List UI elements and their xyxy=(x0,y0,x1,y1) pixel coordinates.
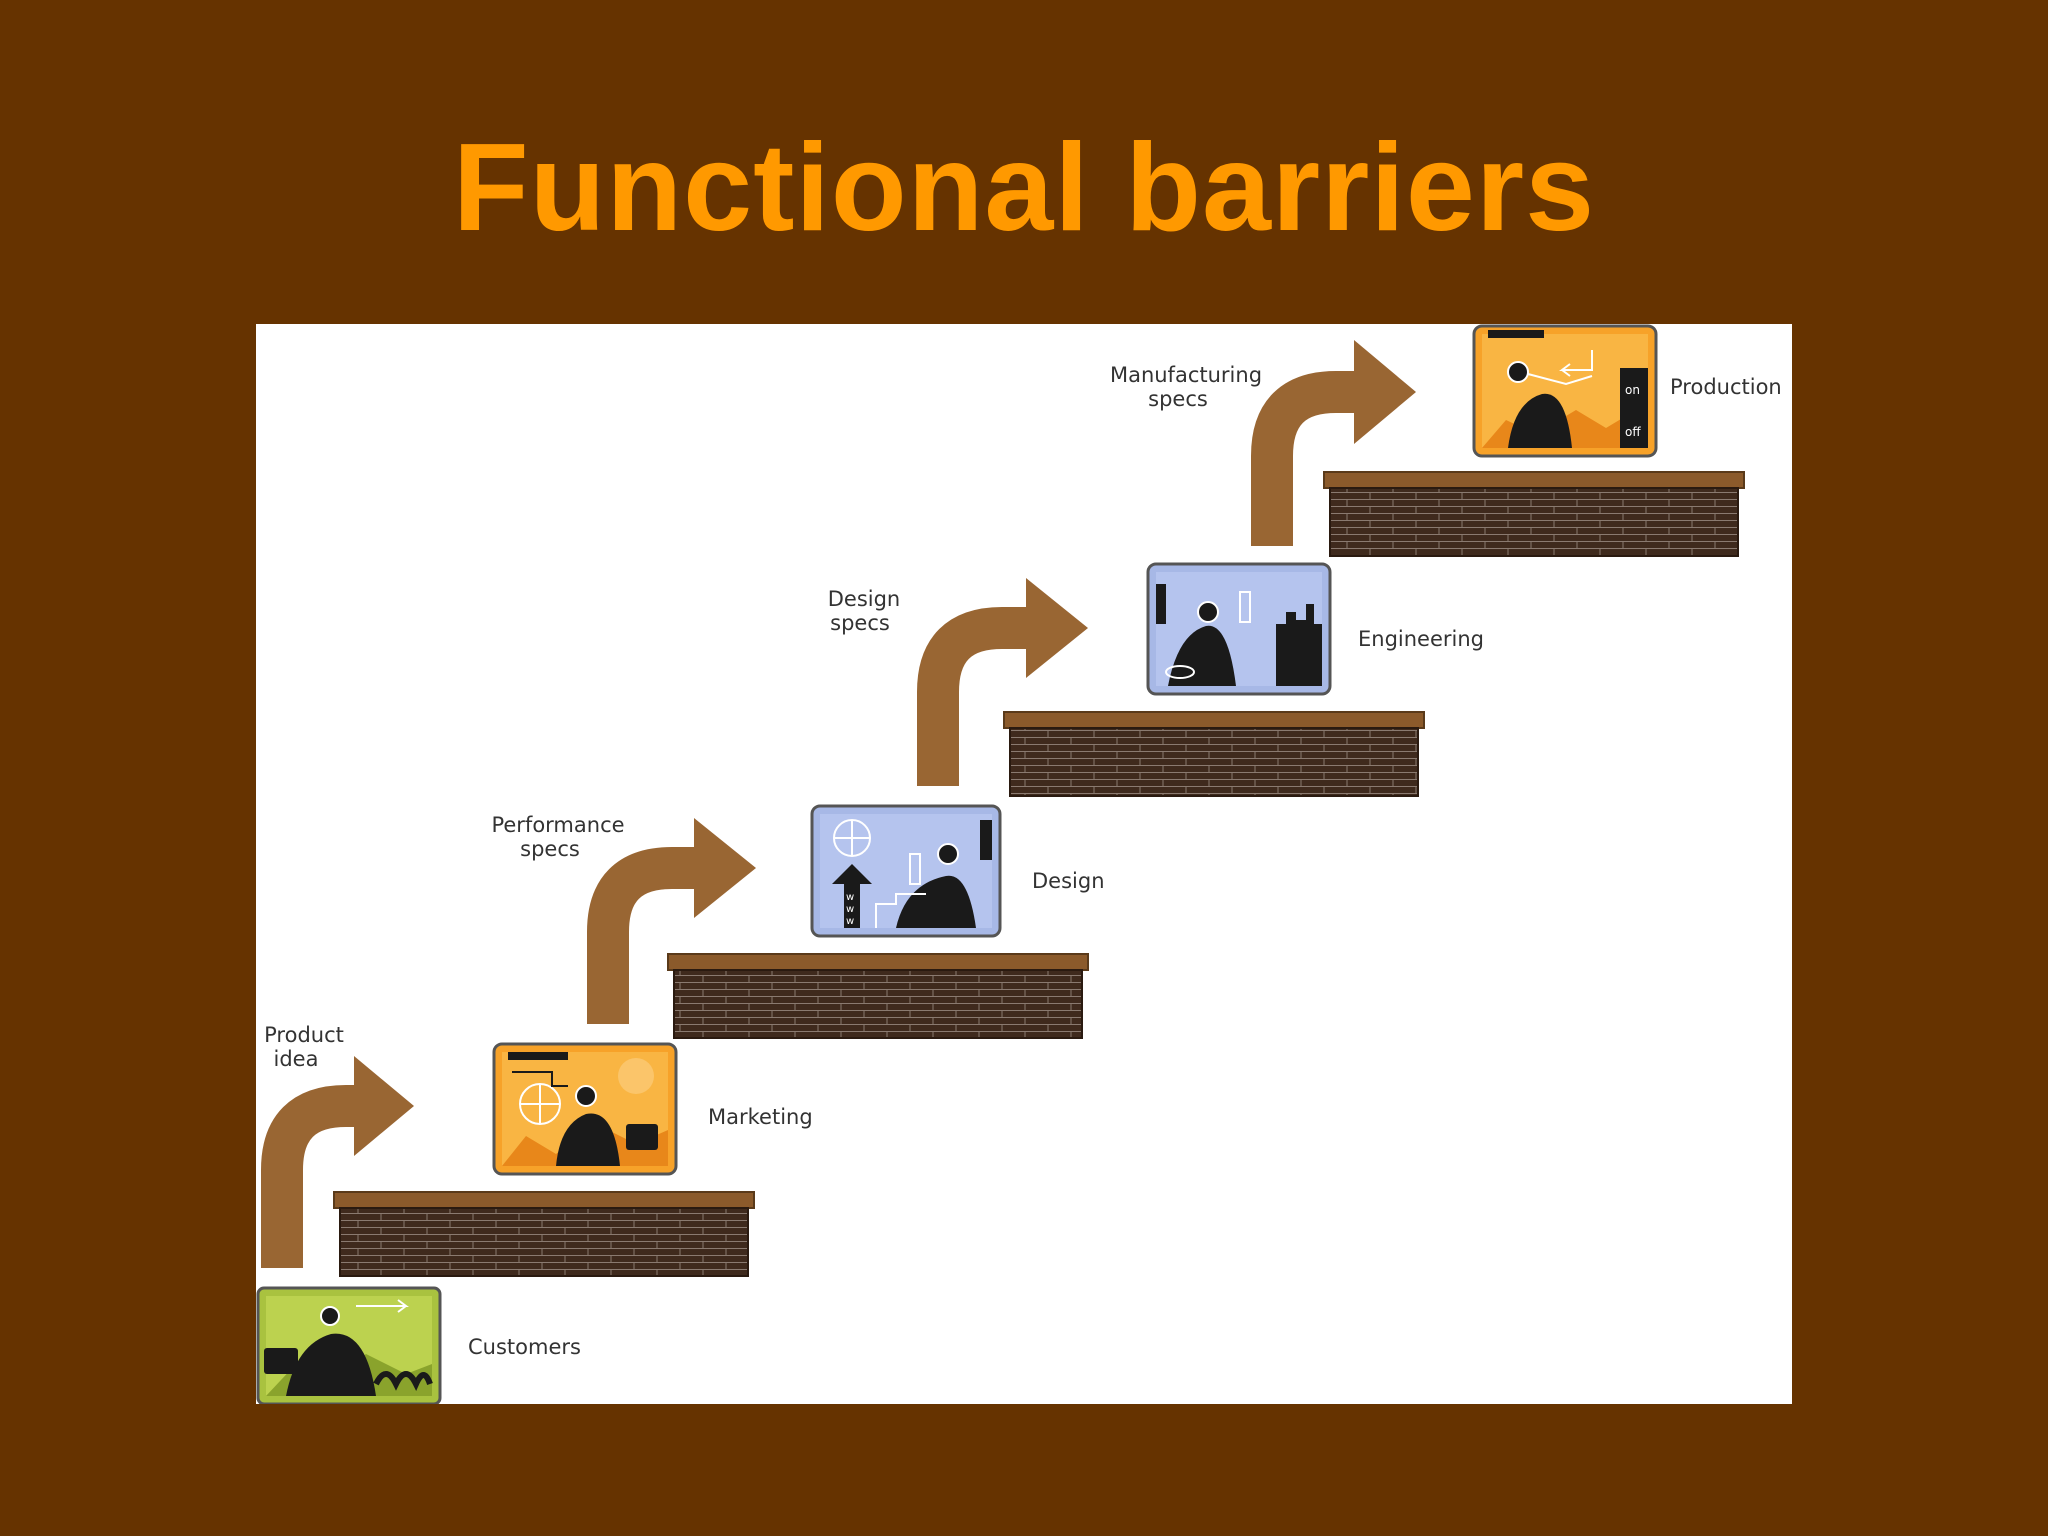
barrier-wall-1 xyxy=(333,1191,755,1277)
handoff-arrow-3 xyxy=(917,578,1088,786)
barrier-wall-4 xyxy=(1323,471,1745,557)
engineering-icon xyxy=(1146,562,1332,696)
stage-label-design: Design xyxy=(1032,869,1105,893)
handoff-arrow-4 xyxy=(1251,340,1416,546)
production-icon: on off xyxy=(1472,324,1658,458)
handoff-label-manufacturing-specs: Manufacturing specs xyxy=(1110,363,1262,411)
handoff-line: specs xyxy=(1148,387,1208,411)
stage-label-customers: Customers xyxy=(468,1335,581,1359)
stage-label-production: Production xyxy=(1670,375,1782,399)
handoff-line: specs xyxy=(520,837,580,861)
www-letter: w xyxy=(846,892,854,903)
switch-on-label: on xyxy=(1625,383,1640,397)
handoff-label-performance-specs: Performance specs xyxy=(491,813,624,861)
design-icon: w w w xyxy=(810,804,1002,938)
handoff-arrow-2 xyxy=(587,818,756,1024)
handoff-line: Product xyxy=(264,1023,344,1047)
stage-label-marketing: Marketing xyxy=(708,1105,813,1129)
customers-icon xyxy=(256,1286,442,1404)
handoff-line: Performance xyxy=(491,813,624,837)
switch-off-label: off xyxy=(1625,425,1641,439)
handoff-line: idea xyxy=(274,1047,319,1071)
www-letter: w xyxy=(846,916,854,927)
marketing-icon xyxy=(492,1042,678,1176)
barrier-staircase-figure: Customers Marketing w w w Design xyxy=(256,324,1792,1404)
handoff-label-design-specs: Design specs xyxy=(828,587,901,635)
barrier-wall-2 xyxy=(667,953,1089,1039)
www-letter: w xyxy=(846,904,854,915)
barrier-wall-3 xyxy=(1003,711,1425,797)
handoff-line: specs xyxy=(830,611,890,635)
stage-label-engineering: Engineering xyxy=(1358,627,1484,651)
handoff-line: Design xyxy=(828,587,901,611)
handoff-label-product-idea: Product idea xyxy=(264,1023,344,1071)
slide-title: Functional barriers xyxy=(452,119,1596,257)
handoff-line: Manufacturing xyxy=(1110,363,1262,387)
handoff-arrow-1 xyxy=(261,1056,414,1268)
